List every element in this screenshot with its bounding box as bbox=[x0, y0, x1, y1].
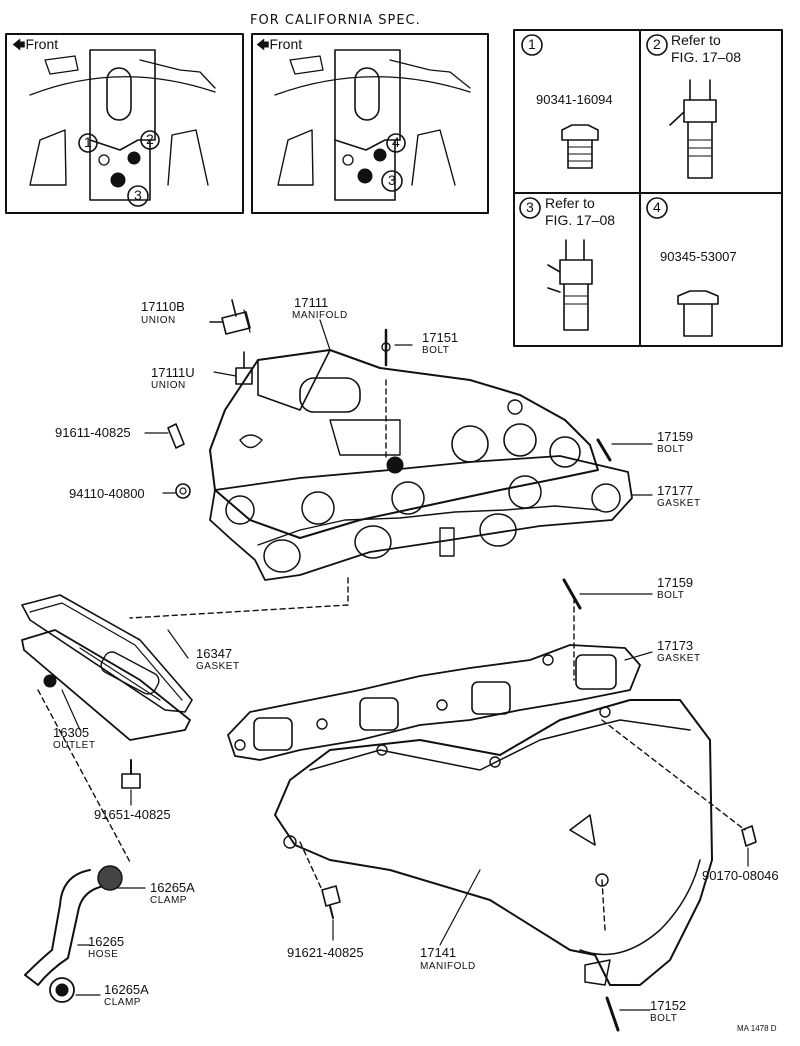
box-3-ref-line2: FIG. 17–08 bbox=[545, 212, 616, 228]
label-17111: 17111 bbox=[294, 295, 329, 310]
label-17173: 17173 bbox=[657, 638, 694, 653]
label-bolt-2: BOLT bbox=[657, 444, 685, 455]
inset-num-2: 2 bbox=[146, 131, 154, 147]
exhaust-manifold-drawing bbox=[274, 699, 713, 986]
gasket-17173-drawing bbox=[227, 644, 641, 761]
box-num-3: 3 bbox=[526, 199, 534, 215]
box-2-ref-line1: Refer to bbox=[671, 32, 721, 48]
label-16265a-1: 16265A bbox=[150, 880, 195, 895]
inset-num-3b: 3 bbox=[388, 172, 396, 188]
figure-code: MA 1478 D bbox=[737, 1024, 777, 1033]
label-16305: 16305 bbox=[53, 725, 90, 740]
arrow-left-icon: 🡄 bbox=[256, 38, 270, 53]
label-manifold-1: MANIFOLD bbox=[292, 310, 348, 321]
label-clamp-2: CLAMP bbox=[104, 997, 141, 1008]
label-hose: HOSE bbox=[88, 949, 119, 960]
label-outlet: OUTLET bbox=[53, 740, 96, 751]
label-bolt-3: BOLT bbox=[657, 590, 685, 601]
label-94110: 94110-40800 bbox=[69, 486, 145, 501]
label-gasket-3: GASKET bbox=[657, 653, 701, 664]
front-label-left: 🡄Front bbox=[12, 36, 59, 53]
label-91621: 91621-40825 bbox=[287, 945, 364, 960]
arrow-left-icon: 🡄 bbox=[12, 38, 26, 53]
box-3-ref-line1: Refer to bbox=[545, 195, 595, 211]
label-16347: 16347 bbox=[196, 646, 233, 661]
label-gasket-1: GASKET bbox=[657, 498, 701, 509]
box-2-ref-line2: FIG. 17–08 bbox=[671, 49, 742, 65]
inset-right bbox=[251, 33, 489, 214]
leader-lines bbox=[61, 309, 749, 1011]
label-union-1: UNION bbox=[141, 315, 176, 326]
hose-16265-drawing bbox=[24, 865, 123, 1003]
box-4-part: 90345-53007 bbox=[660, 249, 737, 264]
label-91651: 91651-40825 bbox=[94, 807, 171, 822]
label-17159-1: 17159 bbox=[657, 429, 694, 444]
inset-num-3: 3 bbox=[134, 187, 142, 203]
inset-left bbox=[5, 33, 244, 214]
label-16265a-2: 16265A bbox=[104, 982, 149, 997]
label-clamp-1: CLAMP bbox=[150, 895, 187, 906]
inset-num-4: 4 bbox=[392, 134, 400, 150]
label-manifold-2: MANIFOLD bbox=[420, 961, 476, 972]
inset-num-1: 1 bbox=[84, 134, 92, 150]
label-17177: 17177 bbox=[657, 483, 694, 498]
california-spec-title: FOR CALIFORNIA SPEC. bbox=[250, 13, 421, 28]
label-90170: 90170-08046 bbox=[702, 868, 779, 883]
label-17110b: 17110B bbox=[141, 299, 185, 314]
label-17152: 17152 bbox=[650, 998, 687, 1013]
intake-manifold-drawing bbox=[209, 328, 599, 539]
callout-grid bbox=[513, 29, 783, 347]
box-num-2: 2 bbox=[653, 36, 661, 52]
front-label-right: 🡄Front bbox=[256, 36, 303, 53]
label-gasket-2: GASKET bbox=[196, 661, 240, 672]
label-91611: 91611-40825 bbox=[55, 425, 131, 440]
label-17111u: 17111U bbox=[151, 365, 195, 380]
label-17159-2: 17159 bbox=[657, 575, 694, 590]
label-16265: 16265 bbox=[88, 934, 125, 949]
box-num-4: 4 bbox=[653, 199, 661, 215]
label-bolt-1: BOLT bbox=[422, 345, 450, 356]
box-1-part: 90341-16094 bbox=[536, 92, 613, 107]
bolt-91651-drawing bbox=[121, 759, 141, 789]
box-num-1: 1 bbox=[528, 36, 536, 52]
outlet-16305-drawing bbox=[21, 594, 193, 741]
label-17151: 17151 bbox=[422, 330, 459, 345]
label-union-2: UNION bbox=[151, 380, 186, 391]
gasket-17177-drawing bbox=[209, 455, 633, 581]
small-parts bbox=[167, 299, 757, 1032]
label-17141: 17141 bbox=[420, 945, 457, 960]
label-bolt-4: BOLT bbox=[650, 1013, 678, 1024]
